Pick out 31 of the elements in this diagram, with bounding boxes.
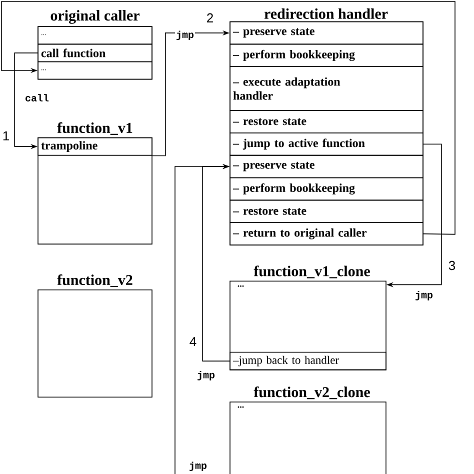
list-row: – preserve state [230,21,424,45]
list-row: – restore state [230,200,424,223]
edge-label: jmp [196,370,216,382]
arrow [1,1,456,235]
edge-label: jmp [414,290,434,302]
ellipsis: ... [238,285,244,287]
list-row: call function [38,44,152,62]
list-row: –jump back to handler [230,352,386,370]
box-title: function_v1_clone [254,266,370,278]
step-number: 1 [3,131,9,140]
list-row: trampoline [38,137,152,156]
step-number: 4 [190,337,196,346]
box-title: function_v2_clone [254,386,370,400]
list-row: – perform bookkeeping [230,44,424,67]
list-row: – preserve state [230,154,424,178]
box-title: original caller [50,10,140,24]
ellipsis: ... [238,406,244,408]
list-row: – restore state [230,110,424,134]
arrow [202,164,230,362]
step-number: 3 [448,260,456,270]
edge-label: call [24,93,50,102]
list-row: – return to original caller [230,222,424,246]
list-row: – perform bookkeeping [230,177,424,201]
list-row: – jump to active function [230,132,424,156]
list-row: – execute adaptation handler [230,66,424,111]
edge-label: jmp [188,460,208,472]
edge-label: jmp [175,30,195,42]
box-title: redirection handler [264,8,388,19]
box-title: function_v1 [57,122,132,135]
box-title: function_v2 [57,274,132,287]
step-number: 2 [207,13,213,22]
